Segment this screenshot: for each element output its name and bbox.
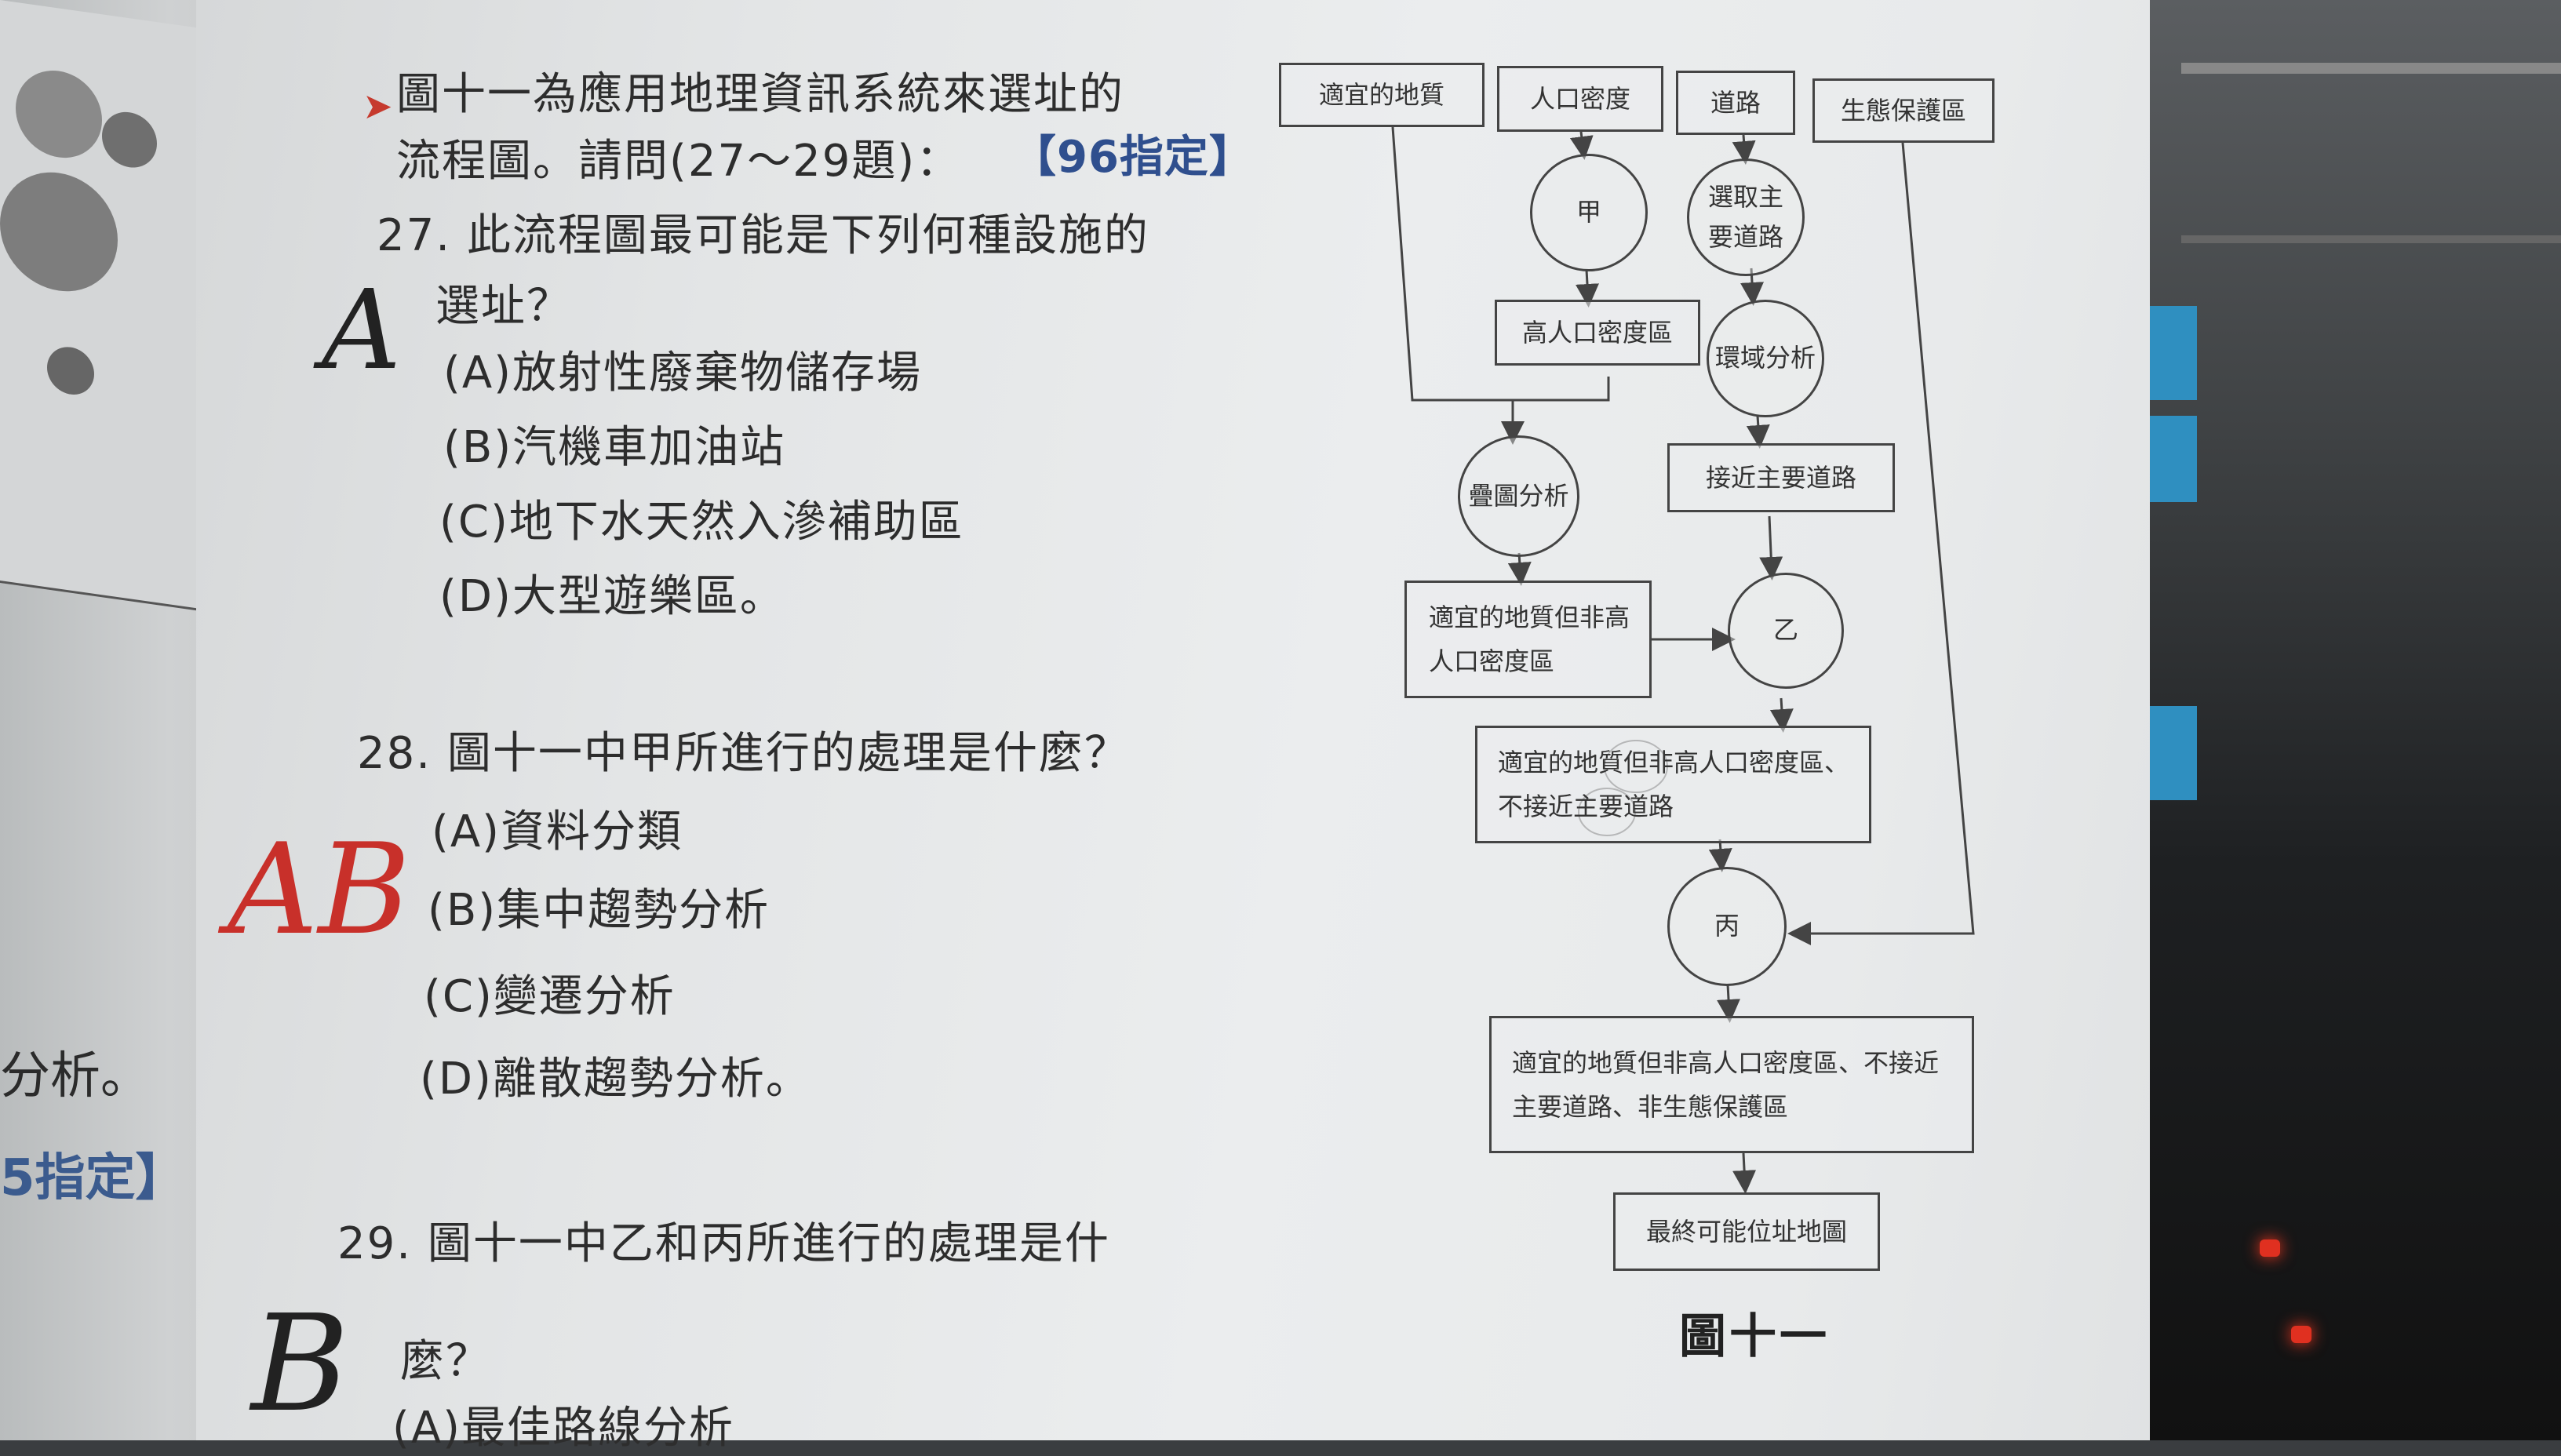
node-roads: 道路 — [1676, 71, 1795, 135]
q27-option-d: (D)大型遊樂區。 — [439, 571, 785, 622]
q28-option-d: (D)離散趨勢分析。 — [420, 1054, 811, 1105]
q29-stem-cont: 麼？ — [400, 1336, 491, 1387]
node-process-bing: 丙 — [1667, 867, 1787, 986]
node-process-jia: 甲 — [1530, 154, 1648, 271]
q28-option-a: (A)資料分類 — [432, 806, 683, 857]
q28-option-b: (B)集中趨勢分析 — [428, 885, 770, 936]
red-light — [2291, 1326, 2311, 1343]
node-result-after-bing: 適宜的地質但非高人口密度區、不接近主要道路、非生態保護區 — [1489, 1016, 1974, 1153]
handwritten-answer-28: AB — [228, 816, 411, 963]
node-overlay-analysis: 疊圖分析 — [1458, 435, 1579, 557]
handwritten-answer-29: B — [251, 1287, 349, 1442]
node-select-main-roads: 選取主要道路 — [1687, 158, 1805, 276]
node-result-after-yi: 適宜的地質但非高人口密度區、不接近主要道路 — [1475, 726, 1871, 843]
flowchart-connectors — [1391, 126, 1975, 1194]
q27-option-a: (A)放射性廢棄物儲存場 — [443, 348, 923, 399]
handwritten-answer-27: A — [322, 267, 402, 395]
q27-option-b: (B)汽機車加油站 — [443, 422, 786, 473]
node-population-density: 人口密度 — [1497, 66, 1663, 132]
q27-option-c: (C)地下水天然入滲補助區 — [439, 497, 964, 548]
blue-tab-1 — [2150, 306, 2197, 400]
q28-stem: 28. 圖十一中甲所進行的處理是什麼？ — [357, 728, 1130, 779]
q27-stem-cont: 選址？ — [435, 281, 572, 332]
node-high-density-area: 高人口密度區 — [1495, 300, 1700, 366]
left-page-ref: 5指定】 — [0, 1149, 186, 1207]
q27-stem: 27. 此流程圖最可能是下列何種設施的 — [377, 210, 1149, 261]
intro-line-2: 流程圖。請問(27～29題)： — [396, 136, 962, 187]
node-geology: 適宜的地質 — [1279, 63, 1485, 127]
node-final-site-map: 最終可能位址地圖 — [1613, 1192, 1880, 1271]
exam-reference: 【96指定】 — [1012, 132, 1254, 183]
q28-option-c: (C)變遷分析 — [424, 971, 676, 1022]
left-page-fragment: 分析。 — [0, 1047, 151, 1105]
node-suitable-not-high: 適宜的地質但非高人口密度區 — [1404, 581, 1652, 698]
node-eco-reserve: 生態保護區 — [1812, 78, 1995, 143]
node-process-yi: 乙 — [1728, 573, 1844, 689]
red-light — [2260, 1239, 2280, 1257]
node-near-main-roads: 接近主要道路 — [1667, 443, 1895, 512]
figure-caption: 圖十一 — [1679, 1309, 1830, 1364]
q29-stem: 29. 圖十一中乙和丙所進行的處理是什 — [337, 1218, 1110, 1269]
arrow-marker-icon: ➤ — [362, 85, 393, 127]
intro-line-1: 圖十一為應用地理資訊系統來選址的 — [396, 69, 1124, 120]
blue-tab-3 — [2150, 706, 2197, 800]
blue-tab-2 — [2150, 416, 2197, 502]
node-buffer-analysis: 環域分析 — [1707, 300, 1824, 417]
background-desk — [2150, 0, 2561, 1440]
flowchart-figure-11: 適宜的地質 人口密度 道路 生態保護區 甲 選取主要道路 高人口密度區 環域分析… — [1263, 47, 2016, 1381]
q29-option-a: (A)最佳路線分析 — [392, 1403, 735, 1454]
